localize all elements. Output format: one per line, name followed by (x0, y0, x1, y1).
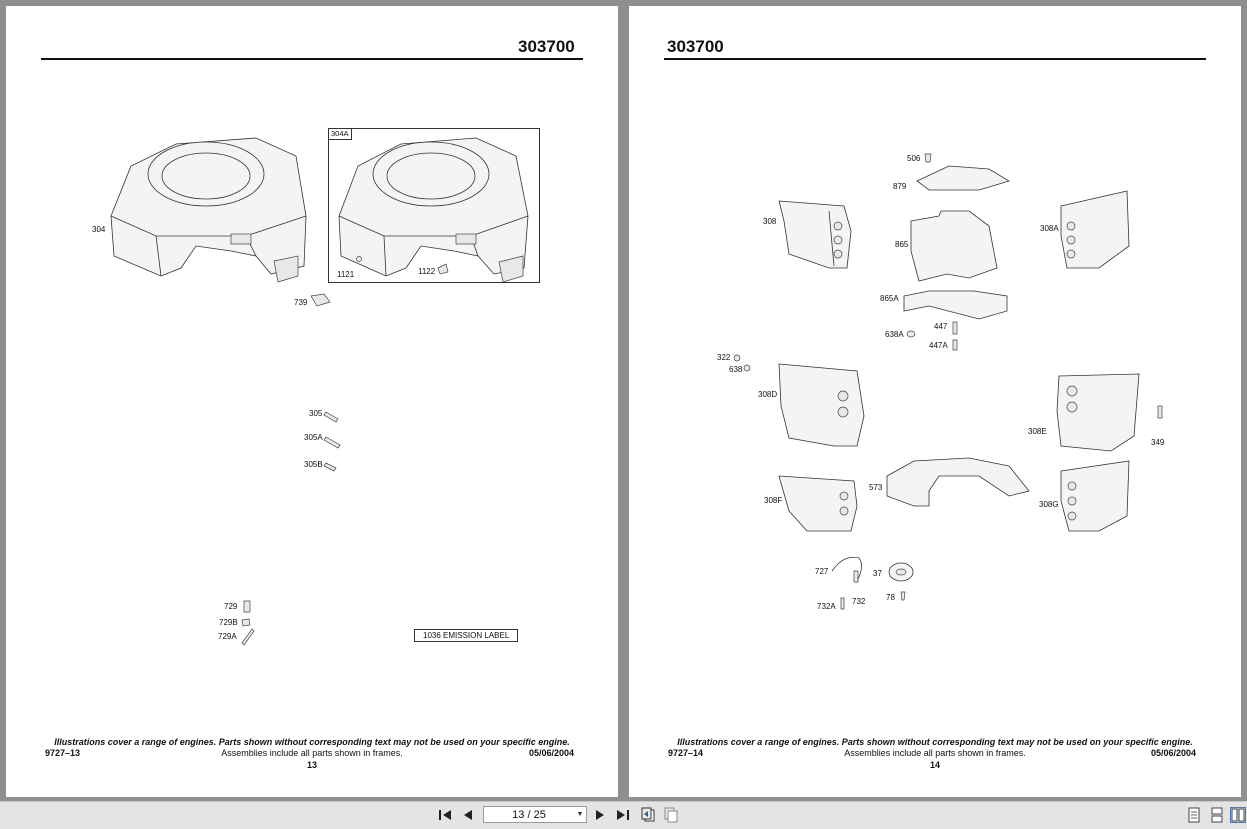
page-number: 13 (306, 760, 317, 770)
previous-page-icon[interactable] (459, 806, 477, 824)
callout-638a: 638A (885, 330, 904, 339)
callout-308d: 308D (758, 390, 778, 399)
frame-tag: 304A (328, 128, 352, 140)
page-selector[interactable]: 13 / 25 ▼ (483, 806, 587, 823)
last-page-icon[interactable] (614, 806, 632, 824)
footer-code: 9727–13 (45, 748, 81, 758)
callout-732: 732 (852, 597, 866, 606)
callout-1122: 1122 (418, 267, 436, 276)
footer-note: Illustrations cover a range of engines. … (54, 737, 570, 747)
footer-note: Illustrations cover a range of engines. … (677, 737, 1193, 747)
first-page-icon[interactable] (436, 806, 454, 824)
callout-37: 37 (873, 569, 882, 578)
callout-573: 573 (869, 483, 883, 492)
callout-729b: 729B (219, 618, 238, 627)
callout-739: 739 (294, 298, 308, 307)
footer-assemblies-note: Assemblies include all parts shown in fr… (844, 748, 1026, 758)
callout-304: 304 (92, 225, 106, 234)
footer-date: 05/06/2004 (529, 748, 575, 758)
parts-illustration-right (733, 153, 1163, 610)
callout-865: 865 (895, 240, 909, 249)
callout-879: 879 (893, 182, 907, 191)
callout-305b: 305B (304, 460, 323, 469)
header-rule (664, 58, 1206, 60)
footer-date: 05/06/2004 (1151, 748, 1197, 758)
callout-308: 308 (763, 217, 777, 226)
go-forward-icon[interactable] (662, 806, 680, 824)
blower-housing-variant-drawing (338, 137, 529, 283)
next-page-icon[interactable] (591, 806, 609, 824)
callout-638: 638 (729, 365, 743, 374)
callout-78: 78 (886, 593, 895, 602)
document-page-left: 303700 (6, 6, 618, 797)
facing-pages-view-icon[interactable] (1229, 806, 1247, 824)
document-number: 303700 (518, 37, 575, 56)
continuous-view-icon[interactable] (1208, 806, 1226, 824)
header-rule (41, 58, 583, 60)
callout-447a: 447A (929, 341, 948, 350)
viewer-toolbar: 13 / 25 ▼ (0, 801, 1247, 829)
callout-1121: 1121 (337, 270, 355, 279)
callout-308a: 308A (1040, 224, 1059, 233)
callout-308g: 308G (1039, 500, 1059, 509)
callout-729a: 729A (218, 632, 237, 641)
chevron-down-icon: ▼ (576, 811, 584, 818)
callout-322: 322 (717, 353, 731, 362)
callout-447: 447 (934, 322, 948, 331)
emission-label-box: 1036 EMISSION LABEL (414, 629, 519, 642)
callout-732a: 732A (817, 602, 836, 611)
go-back-icon[interactable] (639, 806, 657, 824)
callout-865a: 865A (880, 294, 899, 303)
callout-729: 729 (224, 602, 238, 611)
document-page-right: 303700 (629, 6, 1241, 797)
assembly-frame-304a (328, 128, 540, 283)
callout-305: 305 (309, 409, 323, 418)
callout-305a: 305A (304, 433, 323, 442)
callout-727: 727 (815, 567, 829, 576)
footer-code: 9727–14 (668, 748, 704, 758)
document-number: 303700 (667, 37, 724, 56)
callout-349: 349 (1151, 438, 1165, 447)
page-number: 14 (929, 760, 940, 770)
callout-308e: 308E (1028, 427, 1047, 436)
blower-housing-drawing (110, 137, 307, 283)
single-page-view-icon[interactable] (1185, 806, 1203, 824)
page-indicator: 13 / 25 (512, 808, 546, 821)
callout-506: 506 (907, 154, 921, 163)
footer-assemblies-note: Assemblies include all parts shown in fr… (221, 748, 403, 758)
callout-308f: 308F (764, 496, 783, 505)
parts-illustration-left (110, 137, 529, 646)
